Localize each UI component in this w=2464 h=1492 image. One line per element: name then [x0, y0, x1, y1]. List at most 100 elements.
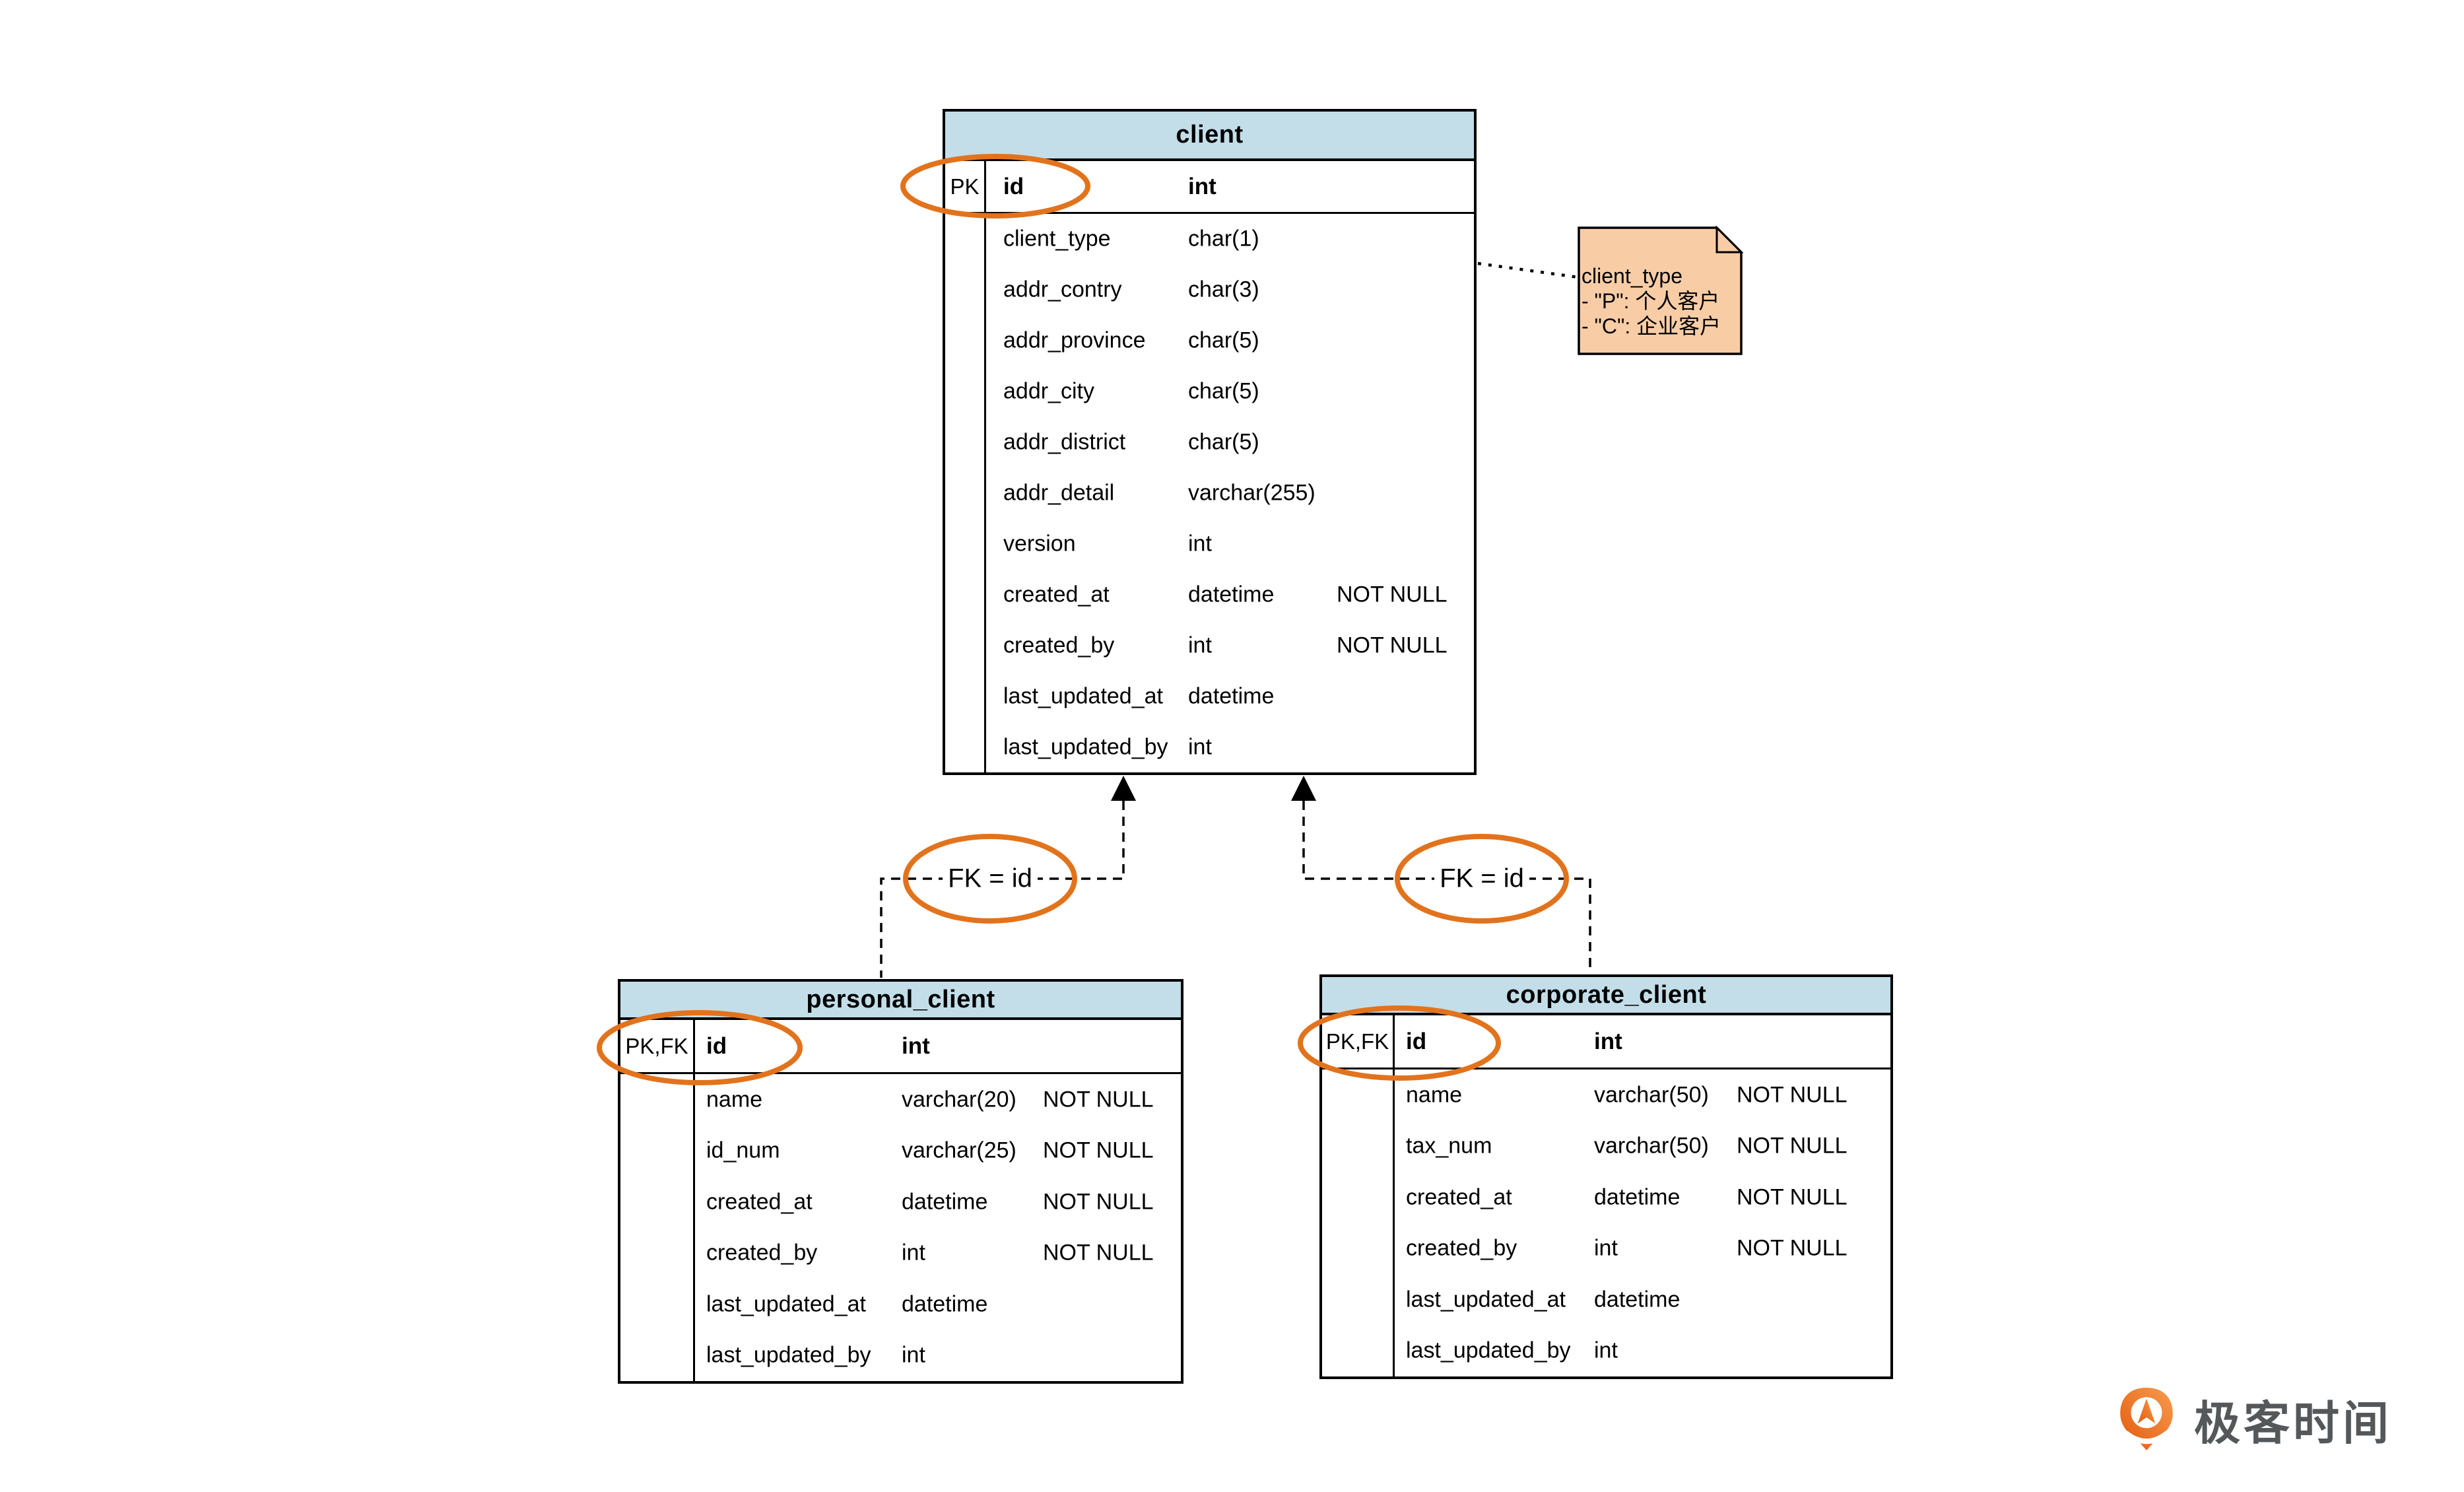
field-name: last_updated_by [706, 1342, 871, 1368]
table-row: addr_detail varchar(255) [945, 468, 1474, 519]
field-name: last_updated_at [1406, 1287, 1566, 1312]
field-name: created_at [706, 1189, 813, 1215]
table-row: addr_contry char(3) [945, 265, 1474, 316]
primary-key-row: PK,FK id int [1322, 1015, 1890, 1069]
primary-key-row: PK id int [945, 161, 1474, 214]
key-label: PK [950, 174, 980, 199]
table-row: last_updated_by int [1322, 1326, 1890, 1377]
field-type: varchar(50) [1594, 1082, 1709, 1108]
field-type: datetime [1188, 683, 1275, 709]
table-row: last_updated_at datetime [945, 671, 1474, 722]
fk-equals-id-label-right: FK = id [1434, 864, 1529, 894]
geek-time-logo-icon [2120, 1388, 2173, 1450]
field-name: created_by [706, 1240, 818, 1266]
field-constraint: NOT NULL [1043, 1189, 1154, 1215]
note-title: client_type [1582, 264, 1682, 288]
key-label: PK,FK [1325, 1029, 1389, 1054]
field-type: char(3) [1188, 277, 1259, 302]
field-name: last_updated_by [1406, 1338, 1571, 1363]
table-title: personal_client [620, 982, 1181, 1020]
field-type: varchar(25) [902, 1137, 1016, 1163]
field-constraint: NOT NULL [1737, 1184, 1848, 1210]
field-name: addr_detail [1003, 480, 1115, 506]
field-name: name [1406, 1082, 1463, 1108]
field-constraint: NOT NULL [1043, 1240, 1154, 1266]
table-row: created_at datetime NOT NULL [945, 569, 1474, 620]
arrowhead-corporate-to-client [1291, 776, 1316, 801]
field-name: client_type [1003, 226, 1111, 252]
table-row: tax_num varchar(50) NOT NULL [1322, 1121, 1890, 1172]
table-title: corporate_client [1322, 977, 1890, 1015]
field-type: datetime [1188, 582, 1275, 607]
field-type: int [1188, 632, 1212, 658]
fk-equals-id-label-left: FK = id [943, 864, 1038, 894]
field-name: id [1003, 173, 1024, 199]
table-row: last_updated_at datetime [620, 1279, 1181, 1330]
table-row: version int [945, 518, 1474, 569]
field-type: int [1594, 1338, 1618, 1363]
table-row: created_at datetime NOT NULL [620, 1176, 1181, 1228]
field-type: char(5) [1188, 327, 1259, 353]
table-row: created_by int NOT NULL [620, 1228, 1181, 1279]
key-column-divider [984, 161, 986, 772]
field-constraint: NOT NULL [1737, 1235, 1848, 1261]
field-rows: name varchar(50) NOT NULL tax_num varchar(50… [1322, 1069, 1890, 1376]
field-type: datetime [902, 1189, 988, 1215]
field-constraint: NOT NULL [1337, 582, 1448, 607]
primary-key-row: PK,FK id int [620, 1020, 1181, 1074]
geek-time-logo: 极客时间 [2117, 1385, 2392, 1454]
field-type: char(5) [1188, 378, 1259, 404]
field-name: last_updated_by [1003, 734, 1168, 760]
field-name: last_updated_at [706, 1291, 866, 1317]
key-column-divider [693, 1020, 695, 1381]
field-name: created_by [1003, 632, 1115, 658]
field-name: version [1003, 531, 1076, 557]
field-name: created_at [1003, 582, 1110, 607]
geek-time-logo-text: 极客时间 [2194, 1397, 2392, 1449]
client-type-note: client_type - "P": 个人客户 - "C": 企业客户 [1582, 263, 1740, 339]
note-line: - "P": 个人客户 [1582, 289, 1720, 313]
field-name: created_by [1406, 1235, 1517, 1261]
field-type: varchar(20) [902, 1087, 1016, 1112]
table-row: last_updated_by int [620, 1330, 1181, 1382]
field-name: tax_num [1406, 1133, 1492, 1159]
entity-table-corporate-client: corporate_client PK,FK id int name varcha… [1319, 974, 1893, 1379]
field-name: addr_contry [1003, 277, 1122, 302]
note-dotted-link [1477, 261, 1579, 279]
arrowhead-personal-to-client [1111, 776, 1136, 801]
table-title: client [945, 112, 1474, 161]
field-constraint: NOT NULL [1737, 1133, 1848, 1159]
field-type: int [902, 1342, 925, 1368]
field-type: char(5) [1188, 429, 1259, 455]
field-type: int [1188, 531, 1212, 557]
field-constraint: NOT NULL [1737, 1082, 1848, 1108]
note-fold-corner [1715, 225, 1744, 254]
field-name: id_num [706, 1137, 780, 1163]
table-row: name varchar(50) NOT NULL [1322, 1069, 1890, 1121]
field-type: int [902, 1240, 925, 1266]
field-type: datetime [902, 1291, 988, 1317]
field-type: varchar(255) [1188, 480, 1315, 506]
field-name: last_updated_at [1003, 683, 1163, 709]
field-type: varchar(50) [1594, 1133, 1709, 1159]
key-column-divider [1393, 1015, 1395, 1376]
field-type: int [902, 1033, 930, 1059]
field-name: created_at [1406, 1184, 1512, 1210]
field-type: int [1594, 1028, 1622, 1054]
